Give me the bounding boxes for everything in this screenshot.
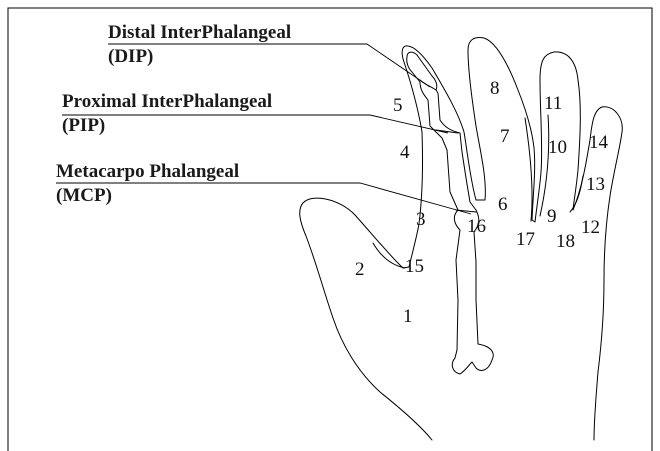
mcp-label: Metacarpo Phalangeal [56,161,239,182]
mcp-leader [56,183,471,214]
finger-separation-middle [525,118,532,221]
region-13: 13 [586,174,605,195]
dip-leader [108,44,430,87]
pip-label: Proximal InterPhalangeal [62,91,272,112]
region-6: 6 [498,194,508,215]
region-7: 7 [500,126,510,147]
region-2: 2 [355,259,365,280]
region-12: 12 [581,217,600,238]
region-5: 5 [393,95,403,116]
mcp-abbr: (MCP) [56,185,112,206]
region-1: 1 [403,306,413,327]
region-14: 14 [589,132,609,153]
region-8: 8 [490,78,500,99]
diagram-frame [8,8,652,451]
region-3: 3 [416,209,426,230]
pip-leader [62,115,448,133]
region-15: 15 [405,256,424,277]
region-11: 11 [544,93,562,114]
region-18: 18 [556,231,575,252]
dip-abbr: (DIP) [108,46,153,67]
region-17: 17 [516,229,535,250]
finger-separation-index [373,243,405,268]
pip-abbr: (PIP) [62,115,105,136]
region-9: 9 [547,206,557,227]
region-4: 4 [400,142,410,163]
region-10: 10 [548,137,567,158]
region-16: 16 [467,216,486,237]
dip-label: Distal InterPhalangeal [108,22,291,43]
